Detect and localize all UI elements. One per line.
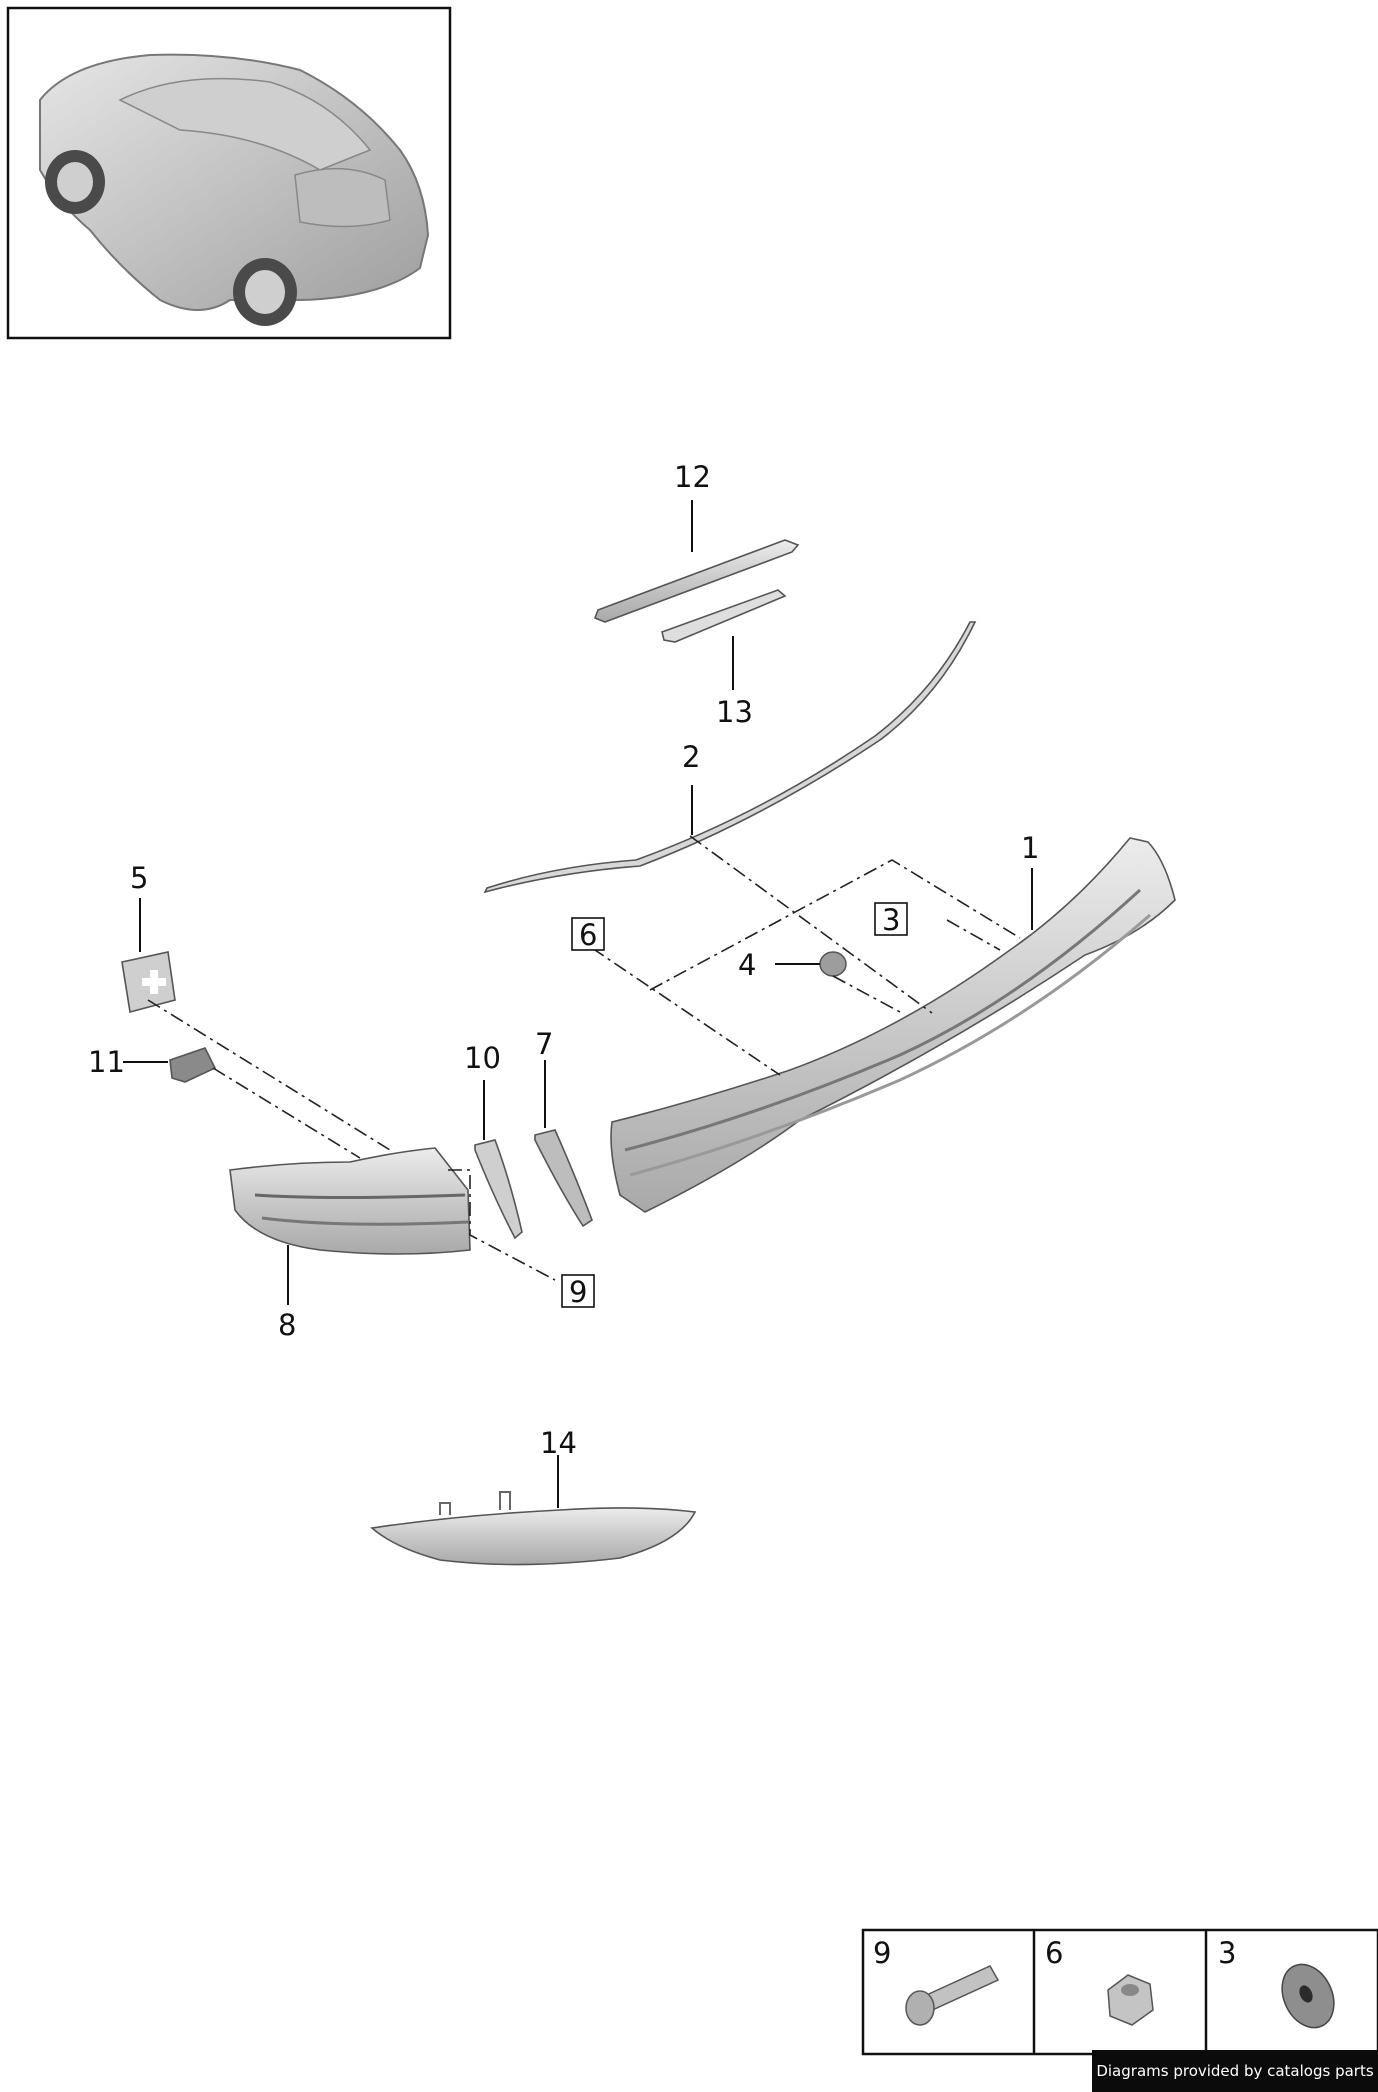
leader-lines	[123, 500, 1033, 1508]
boxed-label-6-frame	[571, 917, 605, 951]
bolt-icon	[905, 1965, 1000, 2026]
part-12-high-level-brake-light	[593, 539, 800, 623]
part-2-seal-strip	[483, 621, 977, 894]
vehicle-thumbnail	[6, 6, 452, 340]
part-4-grommet	[819, 951, 847, 977]
callout-6: 6	[579, 918, 597, 952]
callout-9: 9	[569, 1275, 587, 1309]
boxed-label-9-frame	[561, 1274, 595, 1308]
part-10-cover	[474, 1139, 523, 1240]
hardware-cell-number-9: 9	[873, 1936, 891, 1970]
hex-nut-icon	[1107, 1974, 1154, 2026]
hardware-table: 9 6 3	[861, 1928, 1378, 2056]
part-7-cover	[534, 1129, 593, 1228]
part-11-holder	[169, 1047, 217, 1083]
assembly-lines	[147, 835, 1021, 1281]
part-14-trim-panel	[370, 1491, 697, 1566]
callout-1: 1	[1021, 831, 1039, 865]
callout-5: 5	[130, 861, 148, 895]
callout-10: 10	[464, 1041, 501, 1075]
callout-8: 8	[278, 1308, 296, 1342]
callout-14: 14	[540, 1426, 577, 1460]
callout-3: 3	[882, 903, 900, 937]
callout-11: 11	[88, 1045, 125, 1079]
callout-2: 2	[682, 740, 700, 774]
boxed-label-3-frame	[874, 902, 908, 936]
callout-7: 7	[535, 1027, 553, 1061]
part-8-tail-light-left	[229, 1147, 471, 1255]
callout-12: 12	[674, 460, 711, 494]
callout-13: 13	[716, 695, 753, 729]
part-13-light-bracket	[661, 589, 787, 643]
hardware-cell-number-6: 6	[1045, 1936, 1063, 1970]
spacer-washer-icon	[1281, 1963, 1335, 2029]
hardware-cell-number-3: 3	[1218, 1936, 1236, 1970]
part-1-center-tail-light-strip	[610, 837, 1176, 1213]
watermark-credit: Diagrams provided by catalogs parts	[1092, 2050, 1378, 2092]
callout-4: 4	[738, 948, 756, 982]
part-5-seal-plate	[121, 951, 176, 1014]
